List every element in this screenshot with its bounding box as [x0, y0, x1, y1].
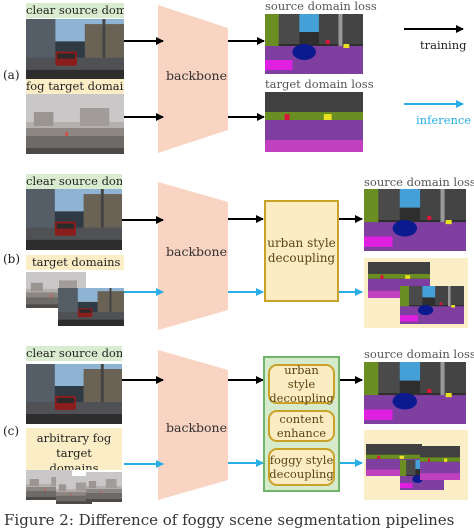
source-loss-label-a: source domain loss	[265, 0, 377, 13]
source-domain-label-b: clear source domain	[26, 174, 122, 189]
backbone-a	[158, 5, 228, 153]
legend-training-label: training	[420, 38, 467, 52]
backbone-b	[158, 182, 228, 330]
source-domain-label-c: clear source domain	[26, 346, 122, 361]
urban-style-decoupling-b: urban style decoupling	[264, 200, 339, 302]
backbone-label-b: backbone	[166, 244, 228, 259]
figure-caption: Figure 2: Difference of foggy scene segm…	[4, 511, 455, 529]
source-loss-label-b: source domain loss	[364, 175, 474, 189]
target-image-c3	[86, 472, 122, 502]
legend-inference-label: inference	[416, 113, 472, 127]
source-domain-label-a: clear source domain	[26, 3, 124, 18]
target-domain-label-a: fog target domain	[26, 79, 124, 94]
source-image-a	[26, 19, 124, 80]
backbone-label-c: backbone	[166, 420, 228, 435]
backbone-c	[158, 350, 228, 500]
panel-tag-b: (b)	[3, 252, 21, 266]
source-image-c	[26, 364, 122, 424]
target-image-b2	[58, 288, 124, 326]
backbone-label-a: backbone	[166, 68, 228, 83]
urban-style-decoupling-c: urban style decoupling	[268, 363, 335, 405]
seg-output-a2	[265, 92, 363, 152]
foggy-style-decoupling-c: foggy style decoupling	[268, 448, 335, 486]
target-domain-label-b: target domains	[26, 255, 124, 270]
panel-tag-c: (c)	[3, 424, 20, 438]
seg-output-b3	[400, 286, 464, 324]
target-domain-label-c: arbitrary fog target domains	[26, 428, 122, 470]
target-loss-label-a: target domain loss	[265, 77, 374, 91]
source-image-b	[26, 189, 122, 250]
content-enhance-c: content enhance	[268, 410, 335, 442]
source-loss-label-c: source domain loss	[364, 347, 474, 361]
panel-tag-a: (a)	[3, 68, 20, 82]
seg-output-c1	[364, 362, 466, 424]
seg-output-b1	[364, 189, 466, 251]
seg-output-a1	[265, 14, 363, 74]
seg-output-c4	[420, 446, 460, 480]
target-image-a	[26, 94, 124, 154]
